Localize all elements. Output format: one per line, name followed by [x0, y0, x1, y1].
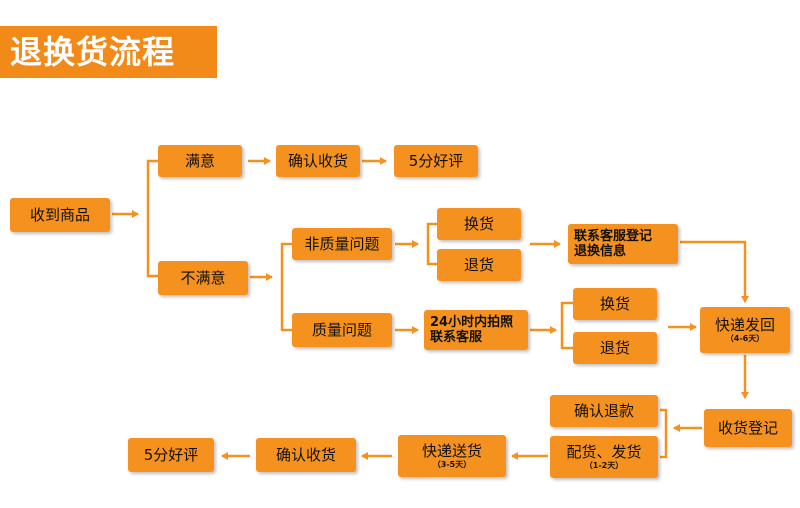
photo-line2: 联系客服 [430, 330, 483, 345]
pack-ship-days: （1-2天） [584, 460, 624, 470]
node-exchange-1: 换货 [437, 208, 521, 240]
node-confirm-receipt-bottom: 确认收货 [256, 438, 356, 472]
node-quality-issue: 质量问题 [292, 313, 392, 347]
node-pack-ship: 配货、发货 （1-2天） [550, 436, 658, 478]
node-unsatisfied: 不满意 [158, 261, 248, 295]
node-contact-service: 联系客服登记 退换信息 [568, 224, 678, 264]
node-exchange-2: 换货 [573, 288, 657, 320]
node-express-send: 快递送货 （3-5天） [398, 435, 506, 477]
contact-service-line2: 退换信息 [574, 244, 627, 259]
contact-service-line1: 联系客服登记 [574, 229, 653, 244]
express-send-days: （3-5天） [432, 459, 472, 469]
node-non-quality-issue: 非质量问题 [292, 228, 392, 260]
node-photo-contact: 24小时内拍照 联系客服 [424, 310, 528, 350]
node-receipt-registration: 收货登记 [704, 409, 792, 447]
bracket-quality [560, 301, 573, 350]
node-return-1: 退货 [437, 249, 521, 281]
bracket-issue-type [280, 242, 292, 332]
node-confirm-receipt-top: 确认收货 [276, 145, 360, 177]
arrow-contact-to-express [680, 240, 749, 303]
node-five-star-top: 5分好评 [394, 145, 478, 177]
bracket-non-quality [426, 222, 437, 266]
pack-ship-label: 配货、发货 [566, 442, 642, 461]
node-return-2: 退货 [573, 332, 657, 364]
node-confirm-refund: 确认退款 [550, 395, 658, 427]
bracket-satisfaction [146, 159, 158, 278]
bracket-registration [660, 408, 668, 459]
express-send-label: 快递送货 [421, 441, 482, 460]
node-express-return: 快递发回 （4-6天） [700, 307, 790, 353]
node-received: 收到商品 [10, 198, 110, 232]
node-satisfied: 满意 [158, 145, 242, 177]
express-return-days: （4-6天） [725, 333, 765, 343]
node-five-star-bottom: 5分好评 [128, 438, 214, 472]
photo-line1: 24小时内拍照 [430, 315, 514, 330]
page-title: 退换货流程 [0, 26, 217, 78]
express-return-label: 快递发回 [714, 315, 775, 334]
